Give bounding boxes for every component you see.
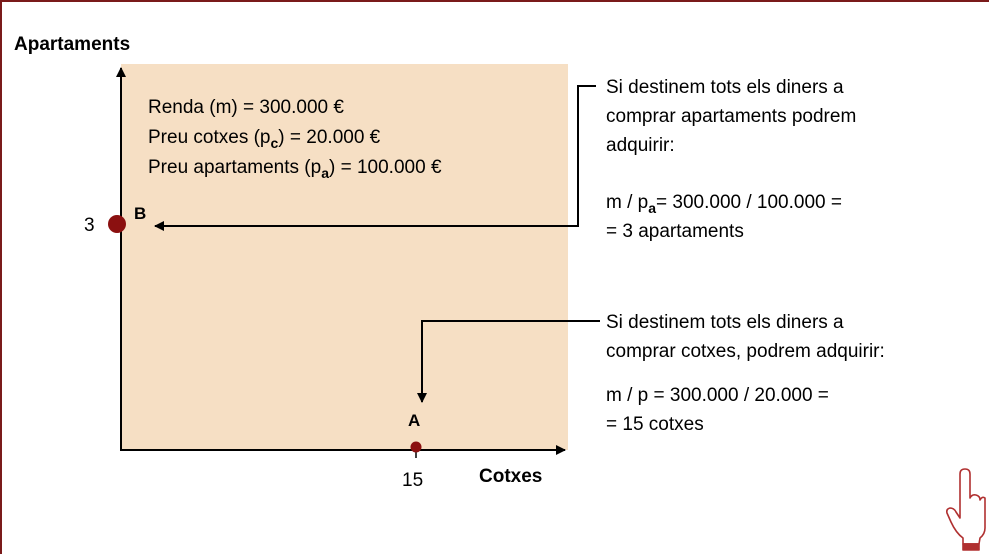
- apartment-price-text: Preu apartaments (pa) = 100.000 €: [148, 157, 442, 181]
- point-a-marker: [410, 441, 422, 453]
- point-b-marker: [108, 215, 126, 233]
- x-tick-label: 15: [402, 470, 423, 491]
- income-text: Renda (m) = 300.000 €: [148, 97, 344, 118]
- arrow-to-a: [417, 320, 600, 403]
- y-tick-label: 3: [84, 215, 95, 236]
- apartments-result: = 3 apartaments: [606, 221, 744, 242]
- car-price-text: Preu cotxes (pc) = 20.000 €: [148, 127, 381, 151]
- apartments-equation: m / pa= 300.000 / 100.000 =: [606, 192, 842, 216]
- x-axis-label: Cotxes: [479, 466, 542, 487]
- apartments-note-line3: adquirir:: [606, 135, 675, 156]
- cars-equation: m / p = 300.000 / 20.000 =: [606, 385, 829, 406]
- cars-note-line2: comprar cotxes, podrem adquirir:: [606, 341, 885, 362]
- pointing-hand-icon[interactable]: [946, 468, 986, 551]
- apartments-note-line2: comprar apartaments podrem: [606, 106, 856, 127]
- point-a-label: A: [408, 411, 420, 430]
- arrow-to-b: [154, 85, 596, 231]
- y-axis-label: Apartaments: [14, 34, 130, 55]
- budget-region: [121, 64, 568, 450]
- apartments-note-line1: Si destinem tots els diners a: [606, 77, 844, 98]
- cars-result: = 15 cotxes: [606, 414, 704, 435]
- point-b-label: B: [134, 204, 146, 223]
- cars-note-line1: Si destinem tots els diners a: [606, 312, 844, 333]
